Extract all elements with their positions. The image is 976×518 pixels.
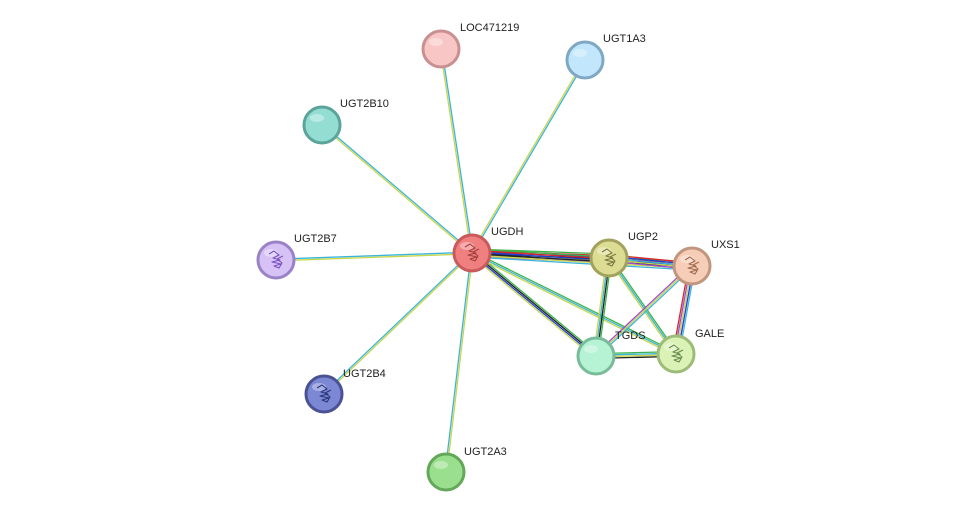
protein-structure-icon (684, 256, 700, 275)
node-ugdh[interactable]: UGDH (452, 226, 523, 273)
node-label: TGDS (615, 330, 646, 342)
edge-ugdh-ugt2a3[interactable] (444, 252, 474, 473)
node-highlight (310, 114, 324, 122)
node-ugt2b7[interactable]: UGT2B7 (256, 233, 337, 280)
node-circle[interactable] (304, 374, 344, 414)
edge-ugdh-ugt1a3[interactable] (470, 59, 587, 254)
edge-ugdh-ugt2b10[interactable] (321, 123, 473, 255)
edge-uxs1-tgds[interactable] (594, 264, 694, 358)
edge-ugdh-ugt2b7[interactable] (275, 251, 473, 262)
edge-evidence-line (471, 252, 677, 355)
node-label: UXS1 (711, 239, 740, 251)
node-circle[interactable] (672, 246, 712, 286)
node-loc471219[interactable]: LOC471219 (421, 22, 519, 69)
node-highlight (434, 461, 448, 469)
node-highlight (573, 49, 587, 57)
edge-evidence-line (446, 253, 474, 473)
protein-structure-icon (601, 248, 617, 267)
edge-evidence-line (596, 266, 694, 358)
protein-structure-icon (268, 250, 284, 269)
node-ugt1a3[interactable]: UGT1A3 (565, 33, 646, 80)
edge-evidence-line (608, 257, 677, 355)
node-ugt2a3[interactable]: UGT2A3 (426, 446, 507, 492)
edge-ugdh-loc471219[interactable] (439, 48, 474, 254)
node-highlight (429, 38, 443, 46)
node-label: LOC471219 (460, 22, 519, 34)
edge-evidence-line (471, 253, 596, 358)
edge-evidence-line (471, 253, 676, 357)
edge-evidence-line (470, 254, 595, 359)
edge-evidence-line (444, 252, 472, 472)
nodes-layer: UGDHLOC471219UGT1A3UGT2B10UGT2B7UGT2B4UG… (256, 22, 740, 492)
node-circle[interactable] (452, 233, 492, 273)
edge-ugdh-tgds[interactable] (470, 250, 598, 359)
protein-structure-icon (668, 344, 684, 363)
node-uxs1[interactable]: UXS1 (672, 239, 740, 286)
edge-evidence-line (439, 49, 472, 254)
edge-evidence-line (472, 250, 677, 354)
node-circle[interactable] (421, 29, 461, 69)
edge-evidence-line (472, 60, 587, 254)
node-circle[interactable] (576, 336, 616, 376)
edge-ugdh-gale[interactable] (471, 250, 677, 357)
edge-evidence-line (607, 258, 676, 356)
node-ugp2[interactable]: UGP2 (589, 231, 658, 278)
node-circle[interactable] (426, 452, 466, 492)
node-gale[interactable]: GALE (656, 328, 724, 374)
edge-evidence-line (324, 253, 474, 396)
node-label: UGT2B10 (340, 98, 389, 110)
edge-evidence-line (473, 250, 598, 355)
node-circle[interactable] (589, 238, 629, 278)
protein-structure-icon (464, 243, 480, 262)
edge-evidence-line (275, 251, 472, 260)
edge-evidence-line (470, 59, 585, 253)
edge-ugdh-ugt2b4[interactable] (322, 251, 474, 396)
node-label: UGT1A3 (603, 33, 646, 45)
node-highlight (584, 345, 598, 353)
node-label: UGT2B4 (343, 368, 386, 380)
node-label: GALE (695, 328, 724, 340)
edge-evidence-line (276, 253, 473, 262)
node-label: UGDH (491, 226, 523, 238)
node-circle[interactable] (565, 40, 605, 80)
edge-evidence-line (322, 251, 472, 394)
node-ugt2b4[interactable]: UGT2B4 (304, 368, 386, 414)
edge-evidence-line (609, 256, 678, 354)
edge-evidence-line (441, 48, 474, 253)
node-ugt2b10[interactable]: UGT2B10 (302, 98, 389, 145)
node-label: UGP2 (628, 231, 658, 243)
node-tgds[interactable]: TGDS (576, 330, 646, 376)
edge-evidence-line (595, 265, 693, 357)
edge-evidence-line (472, 251, 597, 356)
edge-evidence-line (321, 125, 472, 255)
edge-evidence-line (594, 264, 692, 356)
node-circle[interactable] (256, 240, 296, 280)
node-label: UGT2A3 (464, 446, 507, 458)
node-circle[interactable] (302, 105, 342, 145)
protein-structure-icon (316, 384, 332, 403)
node-circle[interactable] (656, 334, 696, 374)
edge-ugp2-gale[interactable] (607, 256, 678, 356)
edge-evidence-line (471, 256, 692, 271)
node-label: UGT2B7 (294, 233, 337, 245)
edge-evidence-line (322, 123, 473, 253)
